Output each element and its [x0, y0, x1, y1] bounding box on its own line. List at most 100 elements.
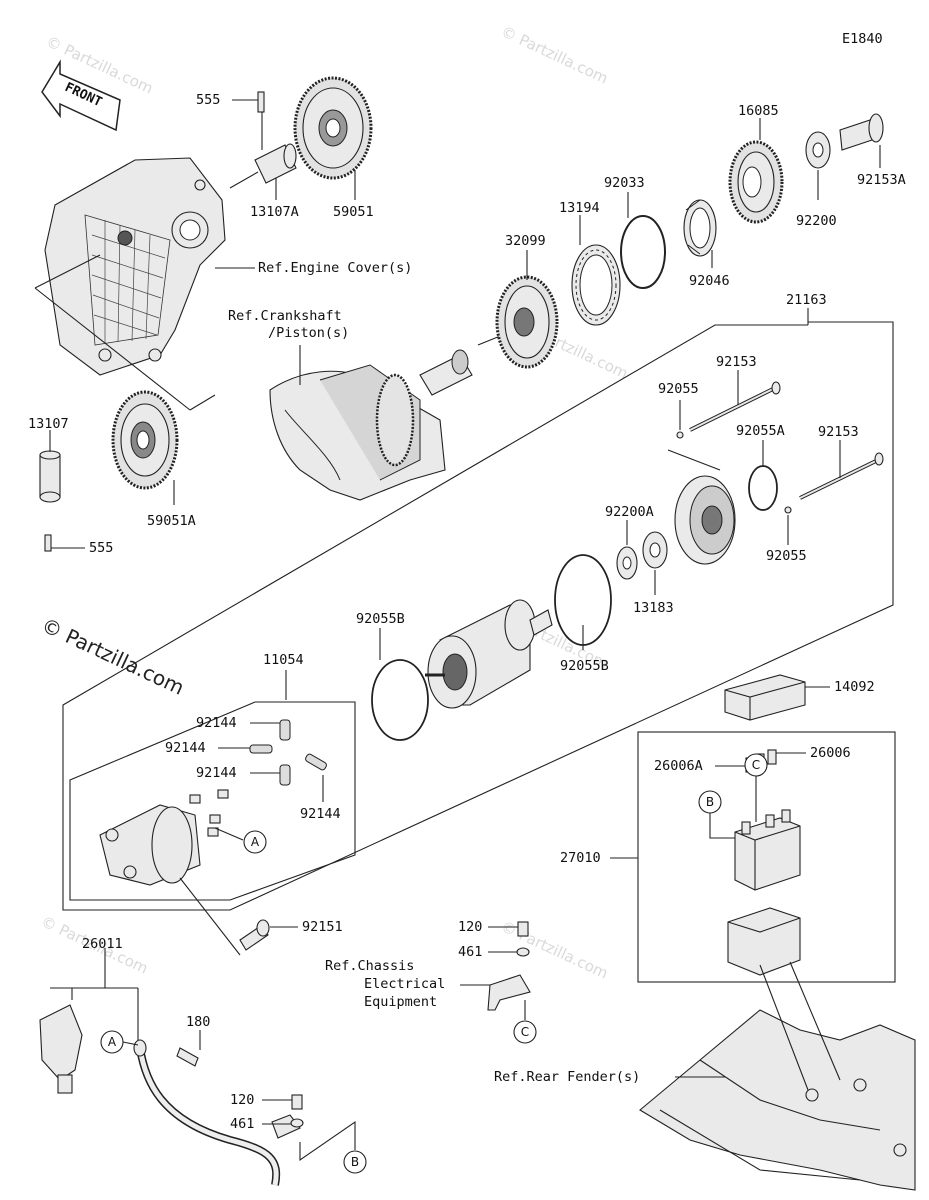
springs-92144	[249, 719, 327, 786]
label-14092: 14092	[834, 679, 875, 695]
cable-boot-shape	[39, 1004, 83, 1094]
label-120-a: 120	[458, 919, 482, 935]
bolt-92153-a	[689, 381, 781, 432]
label-92153A: 92153A	[857, 172, 906, 188]
label-ref-chassis-equipment: Equipment	[364, 994, 437, 1010]
label-ref-crankshaft: Ref.Crankshaft	[228, 308, 342, 324]
label-92153-a: 92153	[716, 354, 757, 370]
brush-holder-shape	[99, 789, 229, 886]
label-461-a: 461	[458, 944, 482, 960]
rear-fender-shape	[639, 1009, 916, 1191]
bolt-120-b	[291, 1094, 303, 1110]
label-11054: 11054	[263, 652, 304, 668]
callout-A-brush: A	[243, 830, 267, 854]
label-ref-chassis: Ref.Chassis	[325, 958, 414, 974]
label-16085: 16085	[738, 103, 779, 119]
label-ref-piston: /Piston(s)	[268, 325, 349, 341]
label-92200: 92200	[796, 213, 837, 229]
battery-cable-shape	[133, 1039, 301, 1186]
svg-text:B: B	[706, 795, 714, 809]
relay-cover-14092	[724, 674, 806, 721]
svg-text:B: B	[351, 1155, 359, 1169]
washer-92200A	[616, 546, 638, 580]
label-92153-b: 92153	[818, 424, 859, 440]
starter-motor-shape	[425, 599, 553, 709]
group-frame-21163	[62, 308, 894, 911]
label-13107A: 13107A	[250, 204, 299, 220]
label-92055-b: 92055	[766, 548, 807, 564]
label-92046: 92046	[689, 273, 730, 289]
bracket-chassis	[487, 921, 531, 1011]
callout-C-relay: C	[744, 753, 768, 777]
label-92151: 92151	[302, 919, 343, 935]
washer-461-b	[290, 1118, 304, 1128]
label-ref-rear-fender: Ref.Rear Fender(s)	[494, 1069, 640, 1085]
starter-relay-27010	[734, 809, 801, 891]
oring-92055A	[748, 465, 778, 511]
crankshaft-shape	[269, 349, 473, 501]
clutch-32099	[495, 275, 559, 369]
label-180: 180	[186, 1014, 210, 1030]
lock-washer-13183	[642, 531, 668, 569]
label-26006: 26006	[810, 745, 851, 761]
label-92055B-right: 92055B	[560, 658, 609, 674]
label-92055A: 92055A	[736, 423, 785, 439]
label-13107: 13107	[28, 416, 69, 432]
label-ref-engine-cover: Ref.Engine Cover(s)	[258, 260, 412, 276]
shaft-13107	[39, 450, 61, 503]
label-92055B-left: 92055B	[356, 611, 405, 627]
svg-text:A: A	[108, 1035, 117, 1049]
label-92144-1: 92144	[196, 715, 237, 731]
pin-555-top	[257, 91, 265, 113]
label-59051: 59051	[333, 204, 374, 220]
label-92144-4: 92144	[300, 806, 341, 822]
engine-cover-shape	[44, 157, 226, 376]
group-frame-11054	[69, 701, 356, 901]
end-cover-shape	[667, 449, 736, 565]
diagram-code: E1840	[842, 31, 883, 47]
label-92033: 92033	[604, 175, 645, 191]
watermark-main: © Partzilla.com	[38, 613, 188, 700]
oring-92055B-left	[371, 659, 429, 741]
bolt-92153-b	[799, 452, 884, 500]
gear-16085	[728, 140, 784, 224]
label-27010: 27010	[560, 850, 601, 866]
callout-A-cable: A	[100, 1030, 139, 1054]
label-461-b: 461	[230, 1116, 254, 1132]
one-way-clutch-13194	[571, 244, 621, 326]
label-555-top: 555	[196, 92, 220, 108]
pin-555-bottom	[44, 534, 52, 552]
label-26011: 26011	[82, 936, 123, 952]
washer-92200	[805, 131, 831, 169]
relay-holder-shape	[727, 907, 801, 976]
svg-text:C: C	[752, 758, 760, 772]
shaft-13107A	[229, 112, 297, 189]
gear-59051	[293, 76, 373, 180]
bolt-92153A	[839, 113, 884, 151]
label-92055-a: 92055	[658, 381, 699, 397]
callout-C-chassis: C	[513, 1020, 537, 1044]
oring-92055-a	[676, 431, 684, 439]
label-92144-2: 92144	[165, 740, 206, 756]
callout-B-relay: B	[698, 790, 722, 814]
label-59051A: 59051A	[147, 513, 196, 529]
label-120-b: 120	[230, 1092, 254, 1108]
label-26006A: 26006A	[654, 758, 703, 774]
label-13194: 13194	[559, 200, 600, 216]
bolt-92151	[239, 919, 270, 951]
oring-92055-b	[784, 506, 792, 514]
svg-text:C: C	[521, 1025, 529, 1039]
label-92144-3: 92144	[196, 765, 237, 781]
bearing-92046	[683, 199, 717, 257]
gear-59051A	[111, 390, 179, 490]
svg-text:A: A	[251, 835, 260, 849]
watermark: © Partzilla.com	[498, 22, 611, 87]
bolt-180	[176, 1047, 199, 1067]
label-555-bottom: 555	[89, 540, 113, 556]
label-21163: 21163	[786, 292, 827, 308]
label-ref-chassis-electrical: Electrical	[364, 976, 445, 992]
cover-ref-line	[34, 254, 216, 411]
label-13183: 13183	[633, 600, 674, 616]
